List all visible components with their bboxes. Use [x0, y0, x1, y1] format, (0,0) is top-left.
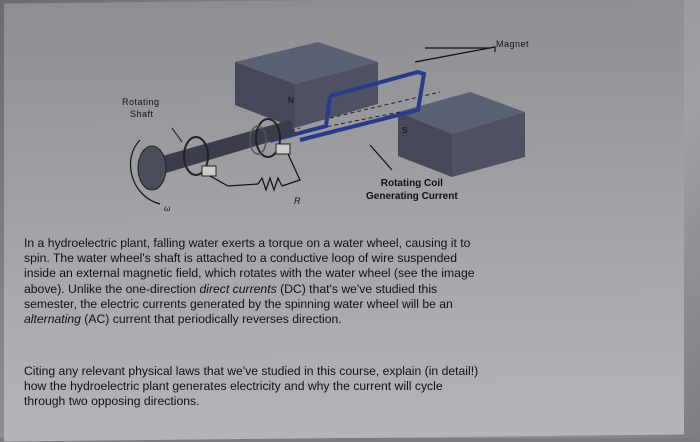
intro-line-2: spin. The water wheel's shaft is attache…	[24, 251, 457, 266]
magnet-south-block	[398, 92, 525, 177]
brush-left	[201, 165, 217, 177]
intro-line-4-start: above). Unlike the one-direction	[24, 281, 200, 296]
intro-line-6: alternating (AC) current that periodical…	[24, 312, 664, 327]
intro-line-4-rest: (DC) that's we've studied this	[276, 281, 438, 296]
magnet-label: Magnet	[496, 39, 530, 49]
coil-label-line1: Rotating Coil	[380, 178, 443, 189]
coil-label: Rotating Coil Generating Current	[366, 177, 458, 203]
resistor-label: R	[294, 196, 301, 206]
brush-right	[275, 143, 291, 155]
direct-currents-term: direct currents	[199, 281, 277, 296]
external-circuit	[209, 153, 301, 192]
intro-line-3: inside an external magnetic field, which…	[24, 266, 475, 281]
question-line-2: how the hydroelectric plant generates el…	[24, 379, 443, 394]
coil-label-line2: Generating Current	[366, 191, 458, 202]
question-line-1: Citing any relevant physical laws that w…	[24, 364, 479, 378]
question-paragraph: Citing any relevant physical laws that w…	[24, 364, 664, 410]
alternating-term: alternating	[24, 312, 81, 327]
intro-line-4: above). Unlike the one-direction direct …	[24, 282, 664, 297]
intro-paragraph: In a hydroelectric plant, falling water …	[24, 236, 664, 327]
shaft-leader	[171, 127, 183, 143]
rotating-shaft	[137, 118, 296, 191]
intro-line-1: In a hydroelectric plant, falling water …	[24, 236, 471, 250]
rotation-arrow	[130, 139, 161, 205]
generator-diagram	[130, 42, 525, 205]
coil-leader	[369, 144, 393, 171]
intro-line-5: semester, the electric currents generate…	[24, 296, 453, 311]
magnet-leader	[414, 46, 496, 63]
omega-label: ω	[164, 204, 171, 213]
south-pole-label: S	[402, 126, 408, 135]
north-pole-label: N	[288, 96, 295, 105]
intro-line-6-rest: (AC) current that periodically reverses …	[80, 312, 342, 327]
shaft-label-line2: Shaft	[130, 109, 154, 119]
magnet-north-block	[235, 42, 378, 128]
shaft-label-line1: Rotating	[122, 97, 160, 107]
question-line-3: through two opposing directions.	[24, 394, 200, 409]
